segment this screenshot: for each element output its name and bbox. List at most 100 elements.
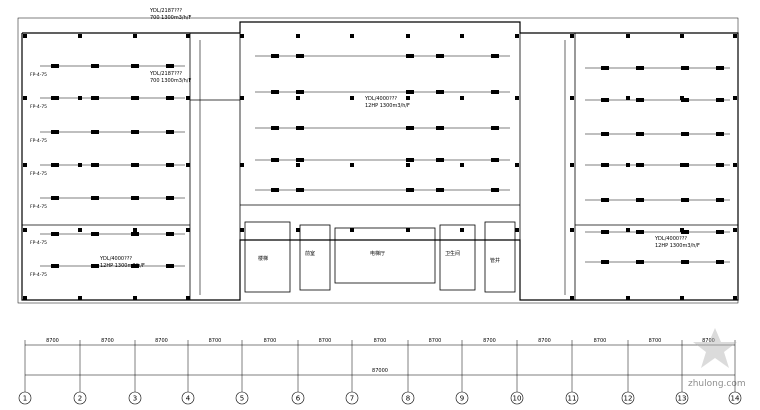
diffuser [636, 66, 644, 70]
room-label-lobby: 前室 [305, 250, 315, 257]
room-label-stair: 楼梯 [258, 255, 268, 262]
column [733, 34, 737, 38]
diffuser [601, 132, 609, 136]
column [570, 163, 574, 167]
span-dimension: 8700 [538, 338, 551, 344]
grid-axis-label: 5 [240, 395, 244, 403]
column [296, 96, 300, 100]
grid-axis-label: 6 [296, 395, 301, 403]
grid-bubble [565, 391, 579, 405]
diffuser [271, 90, 279, 94]
diffuser [131, 163, 139, 167]
diffuser [166, 64, 174, 68]
diffuser [91, 64, 99, 68]
diffuser [296, 158, 304, 162]
diffuser [636, 198, 644, 202]
diffuser [91, 196, 99, 200]
grid-bubble [728, 391, 742, 405]
diffuser [601, 163, 609, 167]
diffuser [51, 264, 59, 268]
column [296, 34, 300, 38]
diffuser [166, 232, 174, 236]
column [680, 296, 684, 300]
mid-note-line1: YDL/2187??? [149, 71, 182, 77]
diffuser [681, 198, 689, 202]
column [733, 296, 737, 300]
diffuser [636, 230, 644, 234]
zone-tag: FP-4-75 [30, 204, 47, 210]
grid-bubble [510, 391, 524, 405]
column [133, 34, 137, 38]
diffuser [271, 126, 279, 130]
grid-bubble [73, 391, 87, 405]
grid-bubble [18, 391, 32, 405]
diffuser [296, 126, 304, 130]
diffuser [716, 163, 724, 167]
diffuser [436, 54, 444, 58]
equipment-notes: YDL/4000??? 12HP 1300m3/h/F YDL/4000??? … [99, 8, 700, 269]
column [406, 163, 410, 167]
diffuser [636, 98, 644, 102]
grid-axis-label: 11 [568, 395, 577, 403]
column [515, 228, 519, 232]
span-dimension: 8700 [594, 338, 607, 344]
column [626, 96, 630, 100]
room-label-elevator-hall: 电梯厅 [370, 250, 385, 257]
diffuser [51, 130, 59, 134]
diffuser [491, 188, 499, 192]
grid-bubble [401, 391, 415, 405]
grid-axis-label: 2 [78, 395, 82, 403]
room-label-shaft: 管井 [490, 257, 500, 264]
column [78, 228, 82, 232]
diffuser [601, 66, 609, 70]
grid-axis-label: 4 [186, 395, 191, 403]
diffuser [406, 54, 414, 58]
diffuser [436, 126, 444, 130]
column [350, 228, 354, 232]
diffuser [681, 163, 689, 167]
diffuser [91, 130, 99, 134]
column [570, 34, 574, 38]
watermark: zhulong.com [688, 328, 746, 389]
structural-columns [23, 34, 737, 300]
span-dimension: 8700 [374, 338, 387, 344]
diffuser [406, 188, 414, 192]
span-dimension: 8700 [155, 338, 168, 344]
column [733, 163, 737, 167]
diffuser [131, 64, 139, 68]
span-dimension: 8700 [649, 338, 662, 344]
span-dimension: 8700 [46, 338, 59, 344]
grid-bubble [235, 391, 249, 405]
column [570, 296, 574, 300]
grid-axis-label: 10 [513, 395, 522, 403]
diffuser [166, 163, 174, 167]
column [460, 228, 464, 232]
diffuser [131, 264, 139, 268]
diffuser [436, 158, 444, 162]
zone-tag: FP-4-75 [30, 104, 47, 110]
diffuser [716, 230, 724, 234]
grid-axis-label: 14 [731, 395, 740, 403]
diffuser [491, 126, 499, 130]
column [240, 163, 244, 167]
zone-tag: FP-4-75 [30, 171, 47, 177]
span-dimension: 8700 [319, 338, 332, 344]
diffuser [406, 90, 414, 94]
left-note-line1: YDL/4000??? [99, 256, 132, 262]
watermark-brand: zhulong.com [688, 379, 746, 389]
diffuser [131, 96, 139, 100]
grid-axis-label: 9 [460, 395, 464, 403]
diffuser [296, 54, 304, 58]
column [460, 163, 464, 167]
grid-bubble [128, 391, 142, 405]
column [78, 34, 82, 38]
zone-tag: FP-4-75 [30, 272, 47, 278]
column [240, 96, 244, 100]
diffuser [681, 98, 689, 102]
diffuser [716, 98, 724, 102]
column [626, 228, 630, 232]
diffuser [271, 188, 279, 192]
diffusers [51, 54, 724, 268]
column [733, 96, 737, 100]
